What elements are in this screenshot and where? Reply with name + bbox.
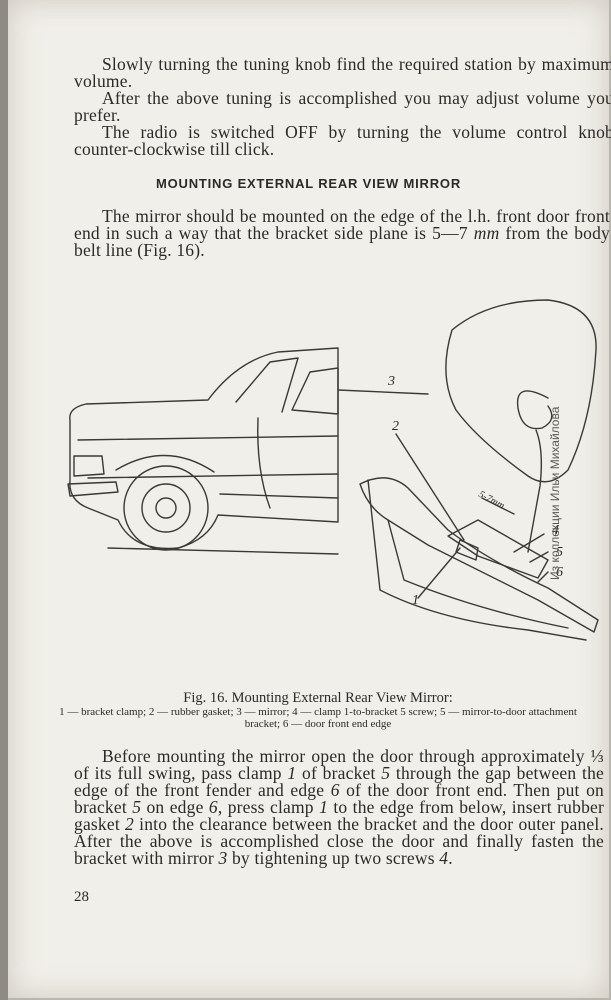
paragraph-volume: After the above tuning is accomplished y… — [74, 88, 611, 125]
instr-text-6: on edge — [141, 797, 209, 817]
car-windshield — [235, 357, 299, 413]
intro-unit: mm — [473, 223, 500, 243]
car-body — [69, 347, 339, 550]
instr-text-5: of the door front end. Then put on brack… — [74, 780, 604, 817]
callout-3: 3 — [387, 374, 395, 389]
ref-3: 3 — [218, 848, 228, 868]
door-front-edge — [359, 477, 599, 633]
callout-1: 1 — [412, 593, 419, 608]
ref-5: 5 — [381, 763, 391, 783]
instr-text-8: to the edge from below, insert rubber ga… — [74, 797, 605, 834]
ref-6b: 6 — [208, 797, 218, 817]
intro-text-b: from the body belt line (Fig. 16). — [74, 223, 610, 260]
bracket-clamp — [455, 539, 479, 561]
dimension-label: 5-7mm — [477, 489, 507, 512]
ref-1: 1 — [287, 763, 297, 783]
mounting-instructions: Before mounting the mirror open the door… — [74, 746, 605, 868]
document-page: Slowly turning the tuning knob find the … — [8, 0, 611, 998]
ref-4: 4 — [439, 848, 449, 868]
callout-2: 2 — [392, 419, 399, 434]
instr-text-4: through the gap between the edge of the … — [74, 763, 604, 800]
mirror-bracket — [447, 519, 549, 579]
figure-16-illustration: 3 2 4 5 6 1 5-7mm — [67, 299, 599, 641]
car-bumper — [67, 481, 119, 497]
instr-text-11: . — [448, 848, 453, 868]
section-heading: MOUNTING EXTERNAL REAR VIEW MIRROR — [155, 176, 462, 191]
top-paragraphs: Slowly turning the tuning knob find the … — [74, 54, 611, 159]
car-side-window — [291, 367, 339, 415]
belt-line — [77, 435, 339, 441]
mirror-swivel-ball — [516, 390, 553, 430]
page-number: 28 — [74, 889, 89, 905]
instr-fraction: ⅓ — [590, 746, 604, 766]
instr-text-1: Before mounting the mirror open the door… — [102, 746, 591, 766]
front-wheel — [123, 465, 209, 551]
paragraph-tuning: Slowly turning the tuning knob find the … — [74, 54, 611, 91]
ref-1b: 1 — [319, 797, 329, 817]
ref-5b: 5 — [132, 797, 142, 817]
instr-text-10: by tightening up two screws — [227, 848, 440, 868]
figure-caption: Fig. 16. Mounting External Rear View Mir… — [183, 690, 453, 706]
callout-5: 5 — [556, 545, 563, 560]
ref-2: 2 — [125, 814, 134, 834]
car-headlight — [73, 455, 105, 477]
callout-6: 6 — [556, 565, 563, 580]
intro-text-a: The mirror should be mounted on the edge… — [74, 206, 610, 243]
mirror-head — [445, 299, 597, 483]
figure-legend: 1 — bracket clamp; 2 — rubber gasket; 3 … — [59, 706, 577, 730]
instr-text-7: , press clamp — [217, 797, 320, 817]
callout-4: 4 — [552, 523, 559, 538]
instr-text-9: into the clearance between the bracket a… — [74, 814, 604, 868]
paragraph-switch-off: The radio is switched OFF by turning the… — [74, 122, 611, 159]
instr-text-3: of bracket — [296, 763, 382, 783]
intro-paragraph: The mirror should be mounted on the edge… — [74, 206, 610, 260]
ground-line — [107, 547, 339, 555]
page-edge-shadow — [0, 0, 8, 1000]
mirror-stem — [527, 429, 543, 553]
ref-6: 6 — [330, 780, 340, 800]
door-edge-line — [257, 417, 271, 509]
collection-stamp: Из коллекции Ильи Михайлова — [548, 406, 562, 580]
instr-text-2: of its full swing, pass clamp — [74, 763, 288, 783]
